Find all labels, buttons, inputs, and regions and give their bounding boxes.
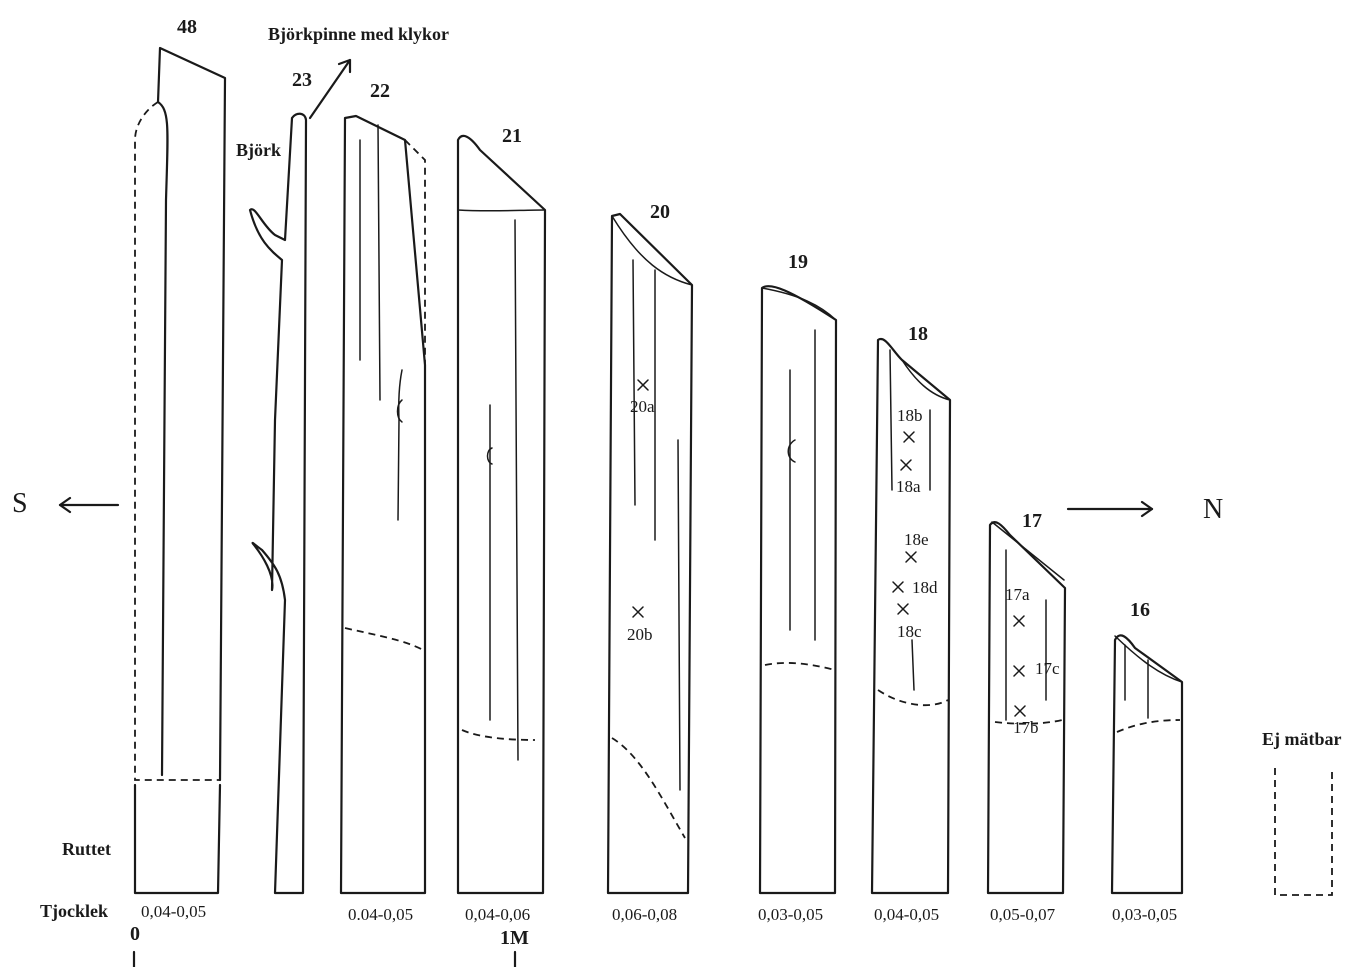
sample-17b: 17b — [1013, 718, 1039, 737]
plank-22-thickness: 0.04-0,05 — [348, 905, 413, 924]
sample-18e: 18e — [904, 530, 929, 549]
plank-48-thickness: 0,04-0,05 — [141, 902, 206, 921]
direction-south-label: S — [12, 488, 28, 519]
plank-18-thickness: 0,04-0,05 — [874, 905, 939, 924]
plank-21 — [456, 134, 547, 895]
birch-note: Björkpinne med klykor — [268, 24, 449, 44]
scale-start-label: 0 — [130, 923, 140, 945]
not-measurable-legend-box — [1274, 768, 1333, 896]
plank-21-thickness: 0,04-0,06 — [465, 905, 530, 924]
plank-18-number: 18 — [908, 323, 928, 345]
plank-19-thickness: 0,03-0,05 — [758, 905, 823, 924]
rotten-label: Ruttet — [62, 839, 111, 859]
arrow-north-icon — [1066, 500, 1154, 518]
plank-19 — [758, 285, 838, 895]
plank-16 — [1110, 634, 1184, 895]
plank-16-number: 16 — [1130, 599, 1150, 621]
plank-22-number: 22 — [370, 80, 390, 102]
sample-18a: 18a — [896, 477, 921, 496]
sample-18c: 18c — [897, 622, 922, 641]
plank-20-thickness: 0,06-0,08 — [612, 905, 677, 924]
plank-17-number: 17 — [1022, 510, 1042, 532]
scale-end-label: 1M — [500, 927, 529, 949]
sample-18d: 18d — [912, 578, 938, 597]
plank-22 — [339, 114, 427, 895]
plank-16-thickness: 0,03-0,05 — [1112, 905, 1177, 924]
plank-17 — [986, 521, 1067, 895]
plank-23-number: 23 — [292, 69, 312, 91]
sample-17a: 17a — [1005, 585, 1030, 604]
sample-20b: 20b — [627, 625, 653, 644]
sample-20a: 20a — [630, 397, 655, 416]
plank-20 — [606, 212, 694, 895]
scale-bar — [132, 950, 517, 967]
plank-48-number: 48 — [177, 16, 197, 38]
birch-label: Björk — [236, 140, 281, 160]
plank-18 — [870, 337, 952, 895]
arrow-up-icon — [308, 58, 352, 120]
plank-21-number: 21 — [502, 125, 522, 147]
plank-20-number: 20 — [650, 201, 670, 223]
plank-17-thickness: 0,05-0,07 — [990, 905, 1056, 924]
thickness-label: Tjocklek — [40, 901, 108, 921]
arrow-south-icon — [58, 496, 120, 514]
direction-north-label: N — [1203, 494, 1223, 525]
sample-18b: 18b — [897, 406, 923, 425]
not-measurable-label: Ej mätbar — [1262, 729, 1342, 749]
plank-19-number: 19 — [788, 251, 808, 273]
birch-stick-23 — [248, 112, 308, 895]
sample-17c: 17c — [1035, 659, 1060, 678]
plank-48 — [133, 46, 227, 895]
